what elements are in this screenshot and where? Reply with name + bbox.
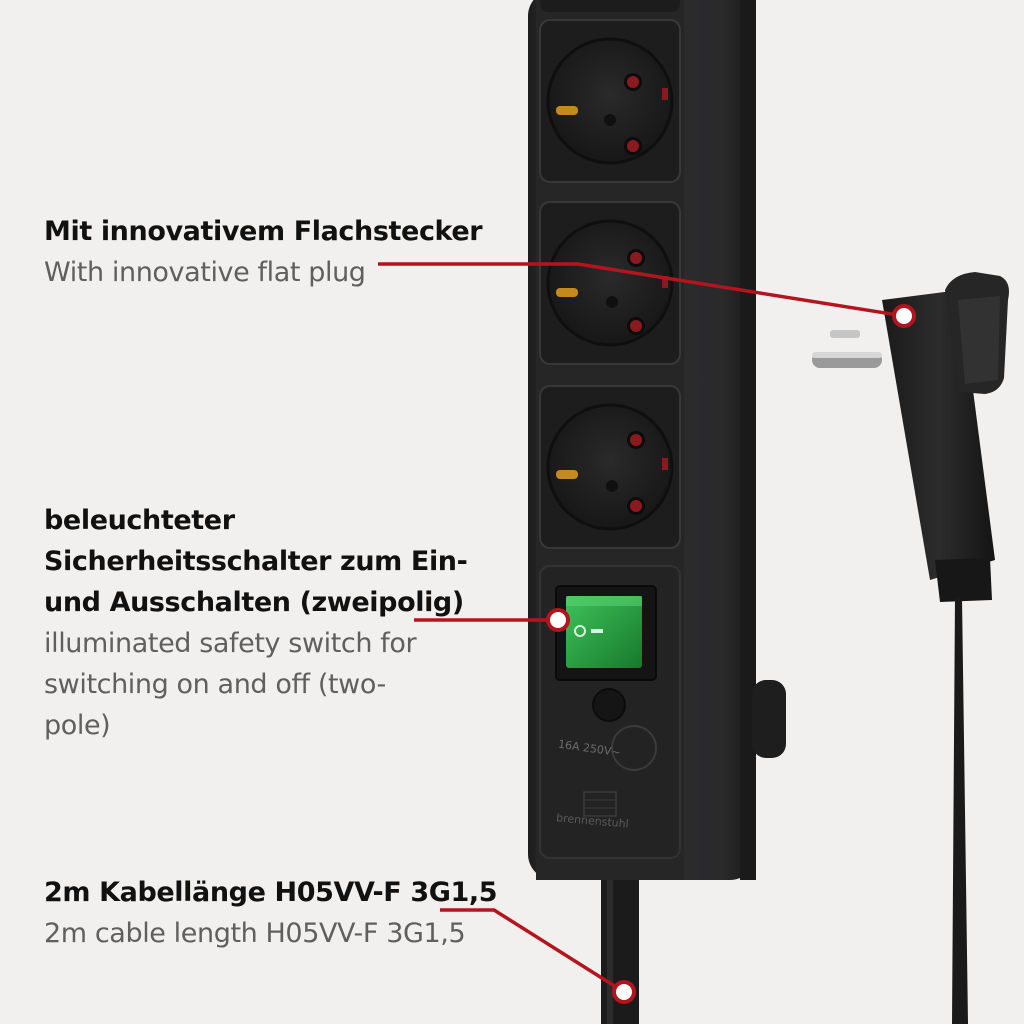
switch-feature-de-line-3: und Ausschalten (zweipolig) bbox=[44, 587, 464, 618]
callout-line-plug bbox=[378, 262, 916, 328]
callout-line-cable bbox=[440, 908, 636, 1004]
plug-feature-de: Mit innovativem Flachstecker bbox=[44, 216, 483, 247]
callout-plug: Mit innovativem Flachstecker With innova… bbox=[44, 211, 483, 293]
cable-feature-de: 2m Kabellänge H05VV-F 3G1,5 bbox=[44, 877, 498, 908]
callout-switch: beleuchteter Sicherheitsschalter zum Ein… bbox=[44, 500, 468, 746]
callout-cable: 2m Kabellänge H05VV-F 3G1,5 2m cable len… bbox=[44, 872, 498, 954]
illuminated-switch bbox=[566, 596, 642, 668]
flat-plug bbox=[812, 272, 1009, 602]
socket-1 bbox=[539, 19, 681, 183]
switch-feature-de-line-2: Sicherheitsschalter zum Ein- bbox=[44, 546, 468, 577]
socket-2 bbox=[539, 201, 681, 365]
callout-line-switch bbox=[414, 608, 570, 632]
switch-feature-en-line-2: switching on and off (two- bbox=[44, 669, 386, 700]
switch-feature-en-line-1: illuminated safety switch for bbox=[44, 628, 417, 659]
brand-text: brennenstuhl bbox=[556, 811, 630, 830]
switch-feature-de-line-1: beleuchteter bbox=[44, 505, 235, 536]
switch-feature-en-line-3: pole) bbox=[44, 710, 111, 741]
plug-feature-en: With innovative flat plug bbox=[44, 257, 366, 288]
cable-feature-en: 2m cable length H05VV-F 3G1,5 bbox=[44, 918, 466, 949]
plug-cable bbox=[952, 598, 968, 1024]
fuse-reset-hole bbox=[592, 688, 626, 722]
brand-logo: brennenstuhl bbox=[556, 791, 630, 831]
socket-3 bbox=[539, 385, 681, 549]
